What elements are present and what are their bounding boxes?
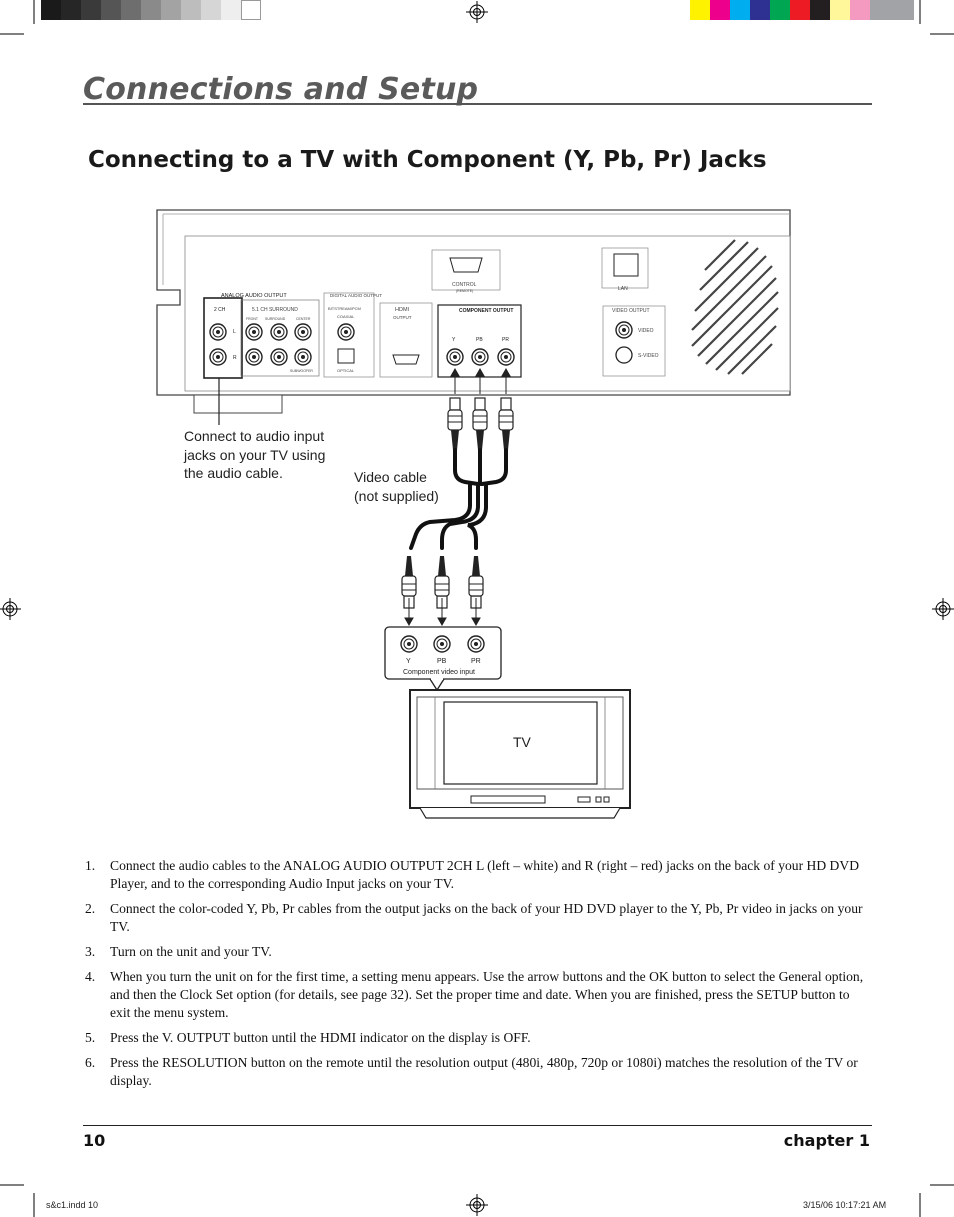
svg-text:SURROUND: SURROUND bbox=[265, 317, 286, 321]
svg-text:SUBWOOFER: SUBWOOFER bbox=[290, 369, 313, 373]
gray-swatch bbox=[161, 0, 181, 20]
color-swatch bbox=[690, 0, 710, 20]
connection-diagram: ANALOG AUDIO OUTPUT 2 CH 5.1 CH SURROUND… bbox=[156, 209, 791, 819]
audio-jack-2ch-r bbox=[209, 348, 227, 366]
chapter-label: chapter 1 bbox=[783, 1131, 870, 1150]
video-cable-label: Video cable bbox=[354, 469, 427, 485]
svg-text:R: R bbox=[233, 355, 237, 361]
list-item: 3.Turn on the unit and your TV. bbox=[85, 944, 272, 959]
component-output-label: COMPONENT OUTPUT bbox=[459, 308, 513, 314]
setup-steps: 1.Connect the audio cables to the ANALOG… bbox=[85, 857, 870, 1097]
svg-text:PR: PR bbox=[502, 337, 509, 343]
gray-swatch bbox=[201, 0, 221, 20]
svg-text:VIDEO: VIDEO bbox=[638, 328, 654, 334]
cable-arrows-top bbox=[450, 367, 511, 394]
gray-swatch bbox=[141, 0, 161, 20]
svg-text:VIDEO OUTPUT: VIDEO OUTPUT bbox=[612, 308, 650, 314]
audio-jack-2ch-l bbox=[209, 323, 227, 341]
svg-text:Component video input: Component video input bbox=[403, 669, 475, 676]
color-swatch bbox=[850, 0, 870, 20]
registration-mark bbox=[466, 1194, 488, 1216]
color-swatch bbox=[830, 0, 850, 20]
cable-arrows-bottom bbox=[404, 598, 481, 627]
print-timestamp: 3/15/06 10:17:21 AM bbox=[803, 1200, 887, 1210]
gray-swatch bbox=[241, 0, 261, 20]
gray-swatch bbox=[181, 0, 201, 20]
section-title: Connections and Setup bbox=[83, 72, 479, 107]
page-number: 10 bbox=[83, 1131, 106, 1150]
gray-swatch bbox=[101, 0, 121, 20]
svg-text:PB: PB bbox=[476, 337, 483, 343]
svg-text:L: L bbox=[233, 329, 236, 335]
analog-audio-output-label: ANALOG AUDIO OUTPUT bbox=[221, 293, 287, 299]
svg-text:Y: Y bbox=[406, 658, 411, 665]
gray-swatch bbox=[81, 0, 101, 20]
svg-text:DIGITAL AUDIO OUTPUT: DIGITAL AUDIO OUTPUT bbox=[330, 293, 382, 298]
svg-text:S-VIDEO: S-VIDEO bbox=[638, 353, 659, 359]
cable-plug-y-top bbox=[447, 397, 463, 451]
cable-plug-pb-top bbox=[472, 397, 488, 451]
svg-text:OUTPUT: OUTPUT bbox=[393, 315, 412, 320]
color-swatch bbox=[810, 0, 830, 20]
audio-cable-callout: Connect to audio input jacks on your TV … bbox=[184, 428, 326, 481]
list-item: 4.When you turn the unit on for the firs… bbox=[85, 969, 864, 1020]
gray-swatch bbox=[61, 0, 81, 20]
tv-set: TV bbox=[409, 689, 631, 819]
svg-text:FRONT: FRONT bbox=[246, 317, 259, 321]
color-swatch bbox=[750, 0, 770, 20]
section-divider bbox=[83, 103, 872, 105]
video-cable-note: (not supplied) bbox=[354, 487, 439, 504]
component-jack-pb bbox=[471, 348, 489, 366]
svg-text:PB: PB bbox=[437, 658, 447, 665]
color-swatch bbox=[790, 0, 810, 20]
video-cable-callout: Video cable (not supplied) bbox=[354, 468, 464, 505]
color-swatch bbox=[710, 0, 730, 20]
svg-text:PR: PR bbox=[471, 658, 481, 665]
registration-mark bbox=[0, 598, 21, 620]
tv-label: TV bbox=[513, 734, 532, 750]
svg-text:BITSTREAM/PCM: BITSTREAM/PCM bbox=[328, 306, 361, 311]
color-swatch bbox=[870, 0, 890, 20]
registration-mark bbox=[466, 1, 488, 23]
svg-text:HDMI: HDMI bbox=[395, 307, 410, 313]
list-item: 1.Connect the audio cables to the ANALOG… bbox=[85, 858, 860, 891]
svg-text:Y: Y bbox=[452, 337, 456, 343]
gray-swatch bbox=[121, 0, 141, 20]
cable-plug-pr-top bbox=[498, 397, 514, 451]
color-swatch bbox=[730, 0, 750, 20]
tv-component-input-panel: Y PB PR Component video input bbox=[384, 626, 502, 692]
svg-text:LAN: LAN bbox=[618, 286, 628, 292]
page-title: Connecting to a TV with Component (Y, Pb… bbox=[88, 147, 767, 173]
svg-text:5.1 CH SURROUND: 5.1 CH SURROUND bbox=[252, 307, 298, 313]
svg-text:(REMOTE): (REMOTE) bbox=[456, 289, 473, 293]
component-jack-pr bbox=[497, 348, 515, 366]
color-swatch bbox=[890, 0, 914, 20]
color-swatch bbox=[770, 0, 790, 20]
component-jack-y bbox=[446, 348, 464, 366]
gray-swatch bbox=[41, 0, 61, 20]
file-slug: s&c1.indd 10 bbox=[46, 1200, 99, 1210]
svg-text:2 CH: 2 CH bbox=[214, 307, 226, 313]
footer-divider bbox=[83, 1125, 872, 1126]
list-item: 5.Press the V. OUTPUT button until the H… bbox=[85, 1030, 531, 1045]
video-cable bbox=[409, 448, 508, 550]
svg-text:COAXIAL: COAXIAL bbox=[337, 314, 355, 319]
gray-swatch bbox=[221, 0, 241, 20]
hd-dvd-player-rear-panel: ANALOG AUDIO OUTPUT 2 CH 5.1 CH SURROUND… bbox=[156, 209, 791, 414]
svg-text:CONTROL: CONTROL bbox=[452, 282, 477, 288]
registration-mark bbox=[932, 598, 954, 620]
list-item: 2.Connect the color-coded Y, Pb, Pr cabl… bbox=[85, 901, 863, 934]
svg-text:OPTICAL: OPTICAL bbox=[337, 368, 355, 373]
list-item: 6.Press the RESOLUTION button on the rem… bbox=[85, 1055, 858, 1088]
svg-text:CENTER: CENTER bbox=[296, 317, 311, 321]
